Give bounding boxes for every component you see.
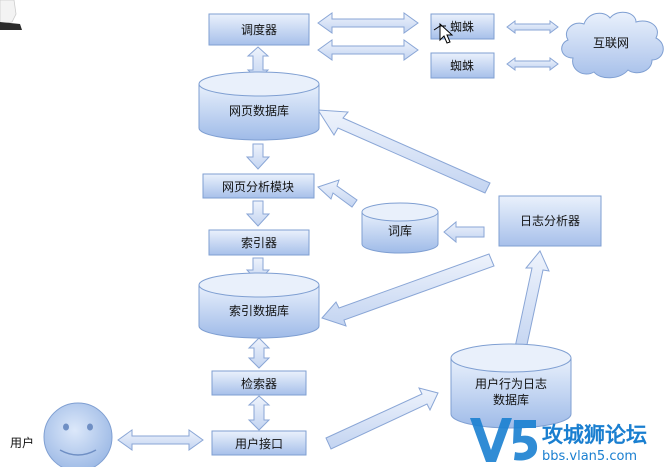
retriever-box — [211, 370, 307, 396]
log-analyzer-label: 日志分析器 — [520, 214, 580, 228]
watermark-url: bbs.vlan5.com — [542, 449, 637, 464]
user-interface-box — [211, 430, 307, 456]
spider1-label: 蜘蛛 — [450, 19, 474, 34]
internet-label: 互联网 — [593, 36, 629, 50]
lexicon-cylinder — [361, 202, 439, 254]
lexicon-label: 词库 — [388, 223, 412, 238]
arrow-behaviordb-loganalyzer — [513, 250, 550, 355]
webpage-db-cylinder — [198, 71, 320, 141]
arrow-scheduler-spider2 — [317, 39, 419, 61]
index-db-label: 索引数据库 — [229, 303, 289, 318]
webpage-db-label: 网页数据库 — [229, 103, 289, 118]
arrow-lexicon-analysis — [317, 179, 358, 208]
arrow-userinterface-behaviordb — [325, 387, 439, 450]
behavior-db-label-line1: 用户行为日志 — [475, 376, 547, 391]
behavior-db-label-line2: 数据库 — [493, 392, 529, 407]
indexer-label: 索引器 — [241, 236, 277, 250]
behavior-db-cylinder — [450, 343, 572, 429]
webpage-analysis-label: 网页分析模块 — [222, 180, 294, 194]
watermark-title: 攻城狮论坛 — [542, 423, 647, 447]
user-smiley-icon — [43, 402, 113, 467]
arrow-spider2-internet — [506, 57, 559, 71]
indexer-box — [208, 229, 310, 256]
arrow-loganalyzer-lexicon — [443, 220, 485, 244]
move-cursor-icon — [433, 22, 454, 44]
index-db-cylinder — [198, 272, 320, 339]
arrow-scheduler-spider1 — [317, 12, 419, 34]
arrow-retriever-userinterface — [247, 395, 271, 431]
arrow-user-userinterface — [117, 429, 204, 451]
spider2-box — [430, 52, 495, 79]
spider2-label: 蜘蛛 — [450, 58, 474, 73]
arrow-loganalyzer-webpagedb — [317, 109, 491, 194]
arrow-indexdb-retriever — [247, 337, 271, 369]
internet-cloud-icon — [561, 11, 664, 79]
webpage-analysis-box — [202, 173, 315, 199]
user-label: 用户 — [10, 435, 34, 450]
arrow-spider1-internet — [506, 20, 559, 34]
arrow-analysis-indexer — [245, 200, 271, 227]
arrow-webpagedb-analysis — [245, 143, 271, 170]
watermark: 攻城狮论坛 bbs.vlan5.com — [470, 418, 647, 464]
person-figure-fragment — [0, 0, 22, 30]
scheduler-box — [208, 13, 310, 46]
watermark-logo-icon — [470, 418, 538, 462]
arrow-loganalyzer-indexdb — [321, 253, 495, 327]
scheduler-label: 调度器 — [241, 22, 277, 37]
retriever-label: 检索器 — [241, 376, 277, 391]
user-interface-label: 用户接口 — [235, 436, 283, 451]
log-analyzer-box — [498, 195, 602, 247]
